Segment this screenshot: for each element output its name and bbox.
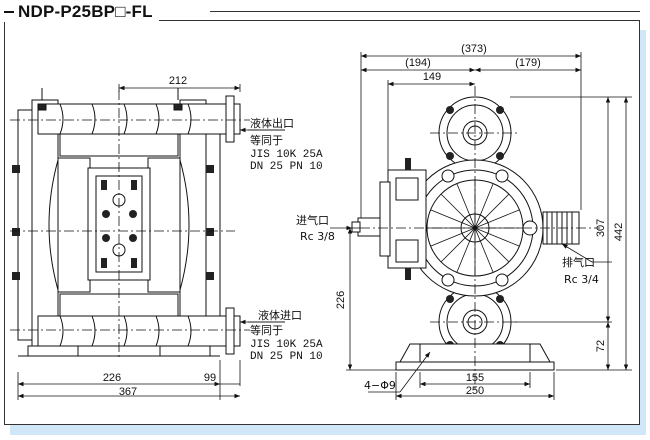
dim-side-bottom-right: 99 <box>204 372 216 384</box>
inlet-label: 液体进口 <box>258 308 302 322</box>
dim-front-right: (179) <box>515 57 541 69</box>
drawing-title: NDP-P25BP□-FL <box>18 2 153 21</box>
exhaust-label: 排气口 <box>562 255 595 269</box>
front-view <box>351 86 600 392</box>
air-inlet-label: 进气口 <box>296 213 329 227</box>
dim-front-inner: 149 <box>423 71 441 83</box>
dim-side-top: 212 <box>169 75 187 87</box>
inlet-equivalent: 等同于 <box>250 323 283 337</box>
dim-front-total: (373) <box>461 43 487 55</box>
dim-front-right-low: 72 <box>595 340 607 352</box>
outlet-label: 液体出口 <box>250 116 294 130</box>
dim-side-overall: 367 <box>119 386 137 398</box>
inlet-standard-dn: DN 25 PN 10 <box>250 351 323 363</box>
outlet-equivalent: 等同于 <box>250 133 283 147</box>
dim-front-base-inner: 155 <box>466 372 484 384</box>
outlet-standard-dn: DN 25 PN 10 <box>250 161 323 173</box>
title-rule <box>210 11 640 12</box>
air-inlet-size: Rc 3/8 <box>300 230 335 243</box>
side-dimensions <box>17 84 285 400</box>
mounting-holes-label: 4−Φ9 <box>364 379 396 392</box>
dim-side-bottom-left: 226 <box>103 372 121 384</box>
inlet-standard-jis: JIS 10K 25A <box>250 339 323 351</box>
dim-front-left: (194) <box>405 57 431 69</box>
dim-front-height-left: 226 <box>335 291 347 309</box>
dim-front-right-total: 442 <box>613 223 625 241</box>
dim-front-base-total: 250 <box>466 385 484 397</box>
dim-front-right-inner: 307 <box>595 219 607 237</box>
side-view <box>10 88 250 360</box>
title-block: NDP-P25BP□-FL <box>4 2 159 22</box>
front-dimensions <box>330 52 632 400</box>
title-dash <box>4 11 14 13</box>
exhaust-size: Rc 3/4 <box>564 273 599 286</box>
outlet-standard-jis: JIS 10K 25A <box>250 149 323 161</box>
